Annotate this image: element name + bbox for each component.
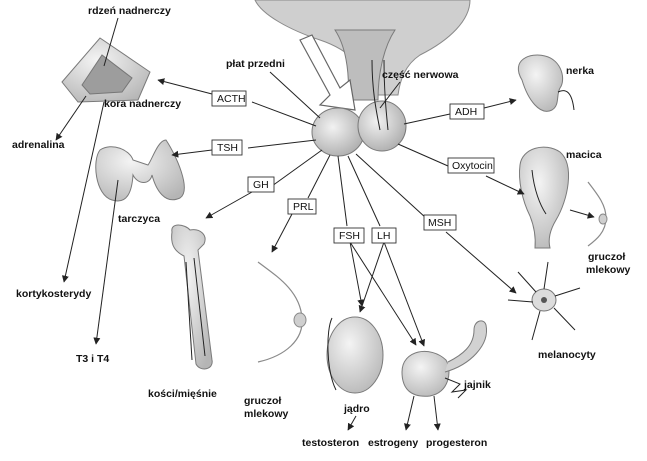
- gh-line: [271, 149, 323, 187]
- big-arrow-shape: [299, 34, 356, 111]
- oxytocin-label: Oxytocin: [452, 160, 493, 172]
- anterior-lobe-pointer: [269, 71, 321, 119]
- anterior-lobe-shape: [311, 107, 365, 157]
- adh-label: ADH: [455, 106, 477, 118]
- progesterone-label: progesteron: [426, 437, 487, 449]
- oxytocin-line: [397, 143, 449, 167]
- msh-line: [355, 153, 427, 219]
- acth-label: ACTH: [217, 93, 246, 105]
- prl-arrow: [271, 213, 293, 253]
- fsh-to-ovary-arrow: [349, 241, 417, 346]
- posterior-lobe-pointer: [379, 81, 401, 109]
- kidney-label: nerka: [566, 65, 594, 77]
- msh-box: MSH: [423, 214, 457, 231]
- tsh-arrow: [171, 149, 213, 158]
- fsh-line: [337, 155, 348, 227]
- bone-muscle-illustration: [171, 224, 213, 370]
- adh-box: ADH: [449, 103, 485, 120]
- msh-label: MSH: [428, 217, 451, 229]
- thyroid-label: tarczyca: [118, 213, 160, 225]
- lh-to-ovary-arrow: [383, 241, 426, 347]
- fsh-label: FSH: [339, 230, 360, 242]
- estrogens-label: estrogeny: [368, 437, 418, 449]
- acth-line: [251, 101, 317, 127]
- ovary-label: jajnik: [463, 379, 491, 391]
- fsh-box: FSH: [333, 227, 365, 244]
- lh-box: LH: [371, 227, 397, 244]
- acth-arrow: [157, 78, 213, 95]
- gh-label: GH: [253, 179, 269, 191]
- nerve-fiber-1: [371, 59, 381, 131]
- lh-line: [347, 155, 381, 227]
- oxytocin-arrow: [485, 175, 525, 195]
- testis-illustration: [326, 316, 384, 394]
- adrenaline-arrow: [55, 95, 87, 141]
- tsh-label: TSH: [217, 142, 238, 154]
- bones-muscles-label: kości/mięśnie: [148, 388, 217, 400]
- posterior-lobe-label: część nerwowa: [382, 69, 459, 81]
- kidney-illustration: [517, 54, 575, 112]
- mammary-gland-2-illustration: [587, 181, 608, 247]
- t3-t4-label: T3 i T4: [76, 353, 109, 365]
- testis-label: jądro: [343, 403, 370, 415]
- uterus-illustration: [519, 146, 569, 249]
- acth-box: ACTH: [211, 90, 247, 107]
- msh-arrow: [445, 231, 517, 294]
- adrenal-cortex-label: kora nadnerczy: [104, 98, 181, 110]
- corticosteroids-label: kortykosterydy: [16, 288, 91, 300]
- tsh-box: TSH: [211, 139, 243, 156]
- mammary-gland-2-line-1: gruczoł: [588, 251, 625, 263]
- mammary-gland-1-line-1: gruczoł: [244, 395, 281, 407]
- adrenal-medulla-pointer: [103, 17, 119, 67]
- mammary-gland-2-label: gruczoł mlekowy: [586, 251, 631, 276]
- uterus-label: macica: [566, 149, 602, 161]
- thyroid-illustration: [95, 139, 185, 202]
- mammary-gland-2-line-2: mlekowy: [586, 264, 631, 276]
- prl-line: [307, 154, 331, 199]
- mammary-gland-1-label: gruczoł mlekowy: [244, 395, 289, 420]
- gh-box: GH: [247, 176, 275, 193]
- adrenal-gland-illustration: [61, 37, 151, 103]
- prl-box: PRL: [287, 198, 317, 215]
- adrenal-medulla-label: rdzeń nadnerczy: [88, 5, 171, 17]
- corticosteroids-arrow: [61, 101, 105, 283]
- anterior-lobe-label: płat przedni: [226, 58, 285, 70]
- gh-arrow: [205, 191, 253, 219]
- posterior-lobe-shape: [357, 100, 407, 152]
- mammary-gland-1-line-2: mlekowy: [244, 408, 289, 420]
- adh-arrow: [483, 98, 517, 109]
- testosterone-arrow: [347, 415, 357, 431]
- adrenaline-label: adrenalina: [12, 139, 65, 151]
- prl-label: PRL: [293, 201, 314, 213]
- melanocyte-illustration: [507, 261, 581, 341]
- oxytocin-box: Oxytocin: [447, 157, 495, 174]
- progesterone-arrow: [433, 395, 441, 431]
- lh-to-testis-arrow: [358, 241, 385, 313]
- tsh-line: [247, 139, 317, 149]
- lh-label: LH: [377, 230, 390, 242]
- fsh-to-testis-arrow: [349, 241, 365, 307]
- melanocytes-label: melanocyty: [538, 349, 596, 361]
- ovary-illustration: [401, 320, 487, 399]
- nerve-fiber-2: [383, 59, 389, 131]
- adh-line: [403, 113, 451, 125]
- mammary-gland-1-illustration: [257, 261, 307, 363]
- uterus-to-mammary-arrow: [569, 209, 595, 219]
- estrogens-arrow: [404, 395, 415, 431]
- testosterone-label: testosteron: [302, 437, 359, 449]
- t3-t4-arrow: [93, 179, 119, 345]
- pituitary-illustration: [254, 0, 471, 157]
